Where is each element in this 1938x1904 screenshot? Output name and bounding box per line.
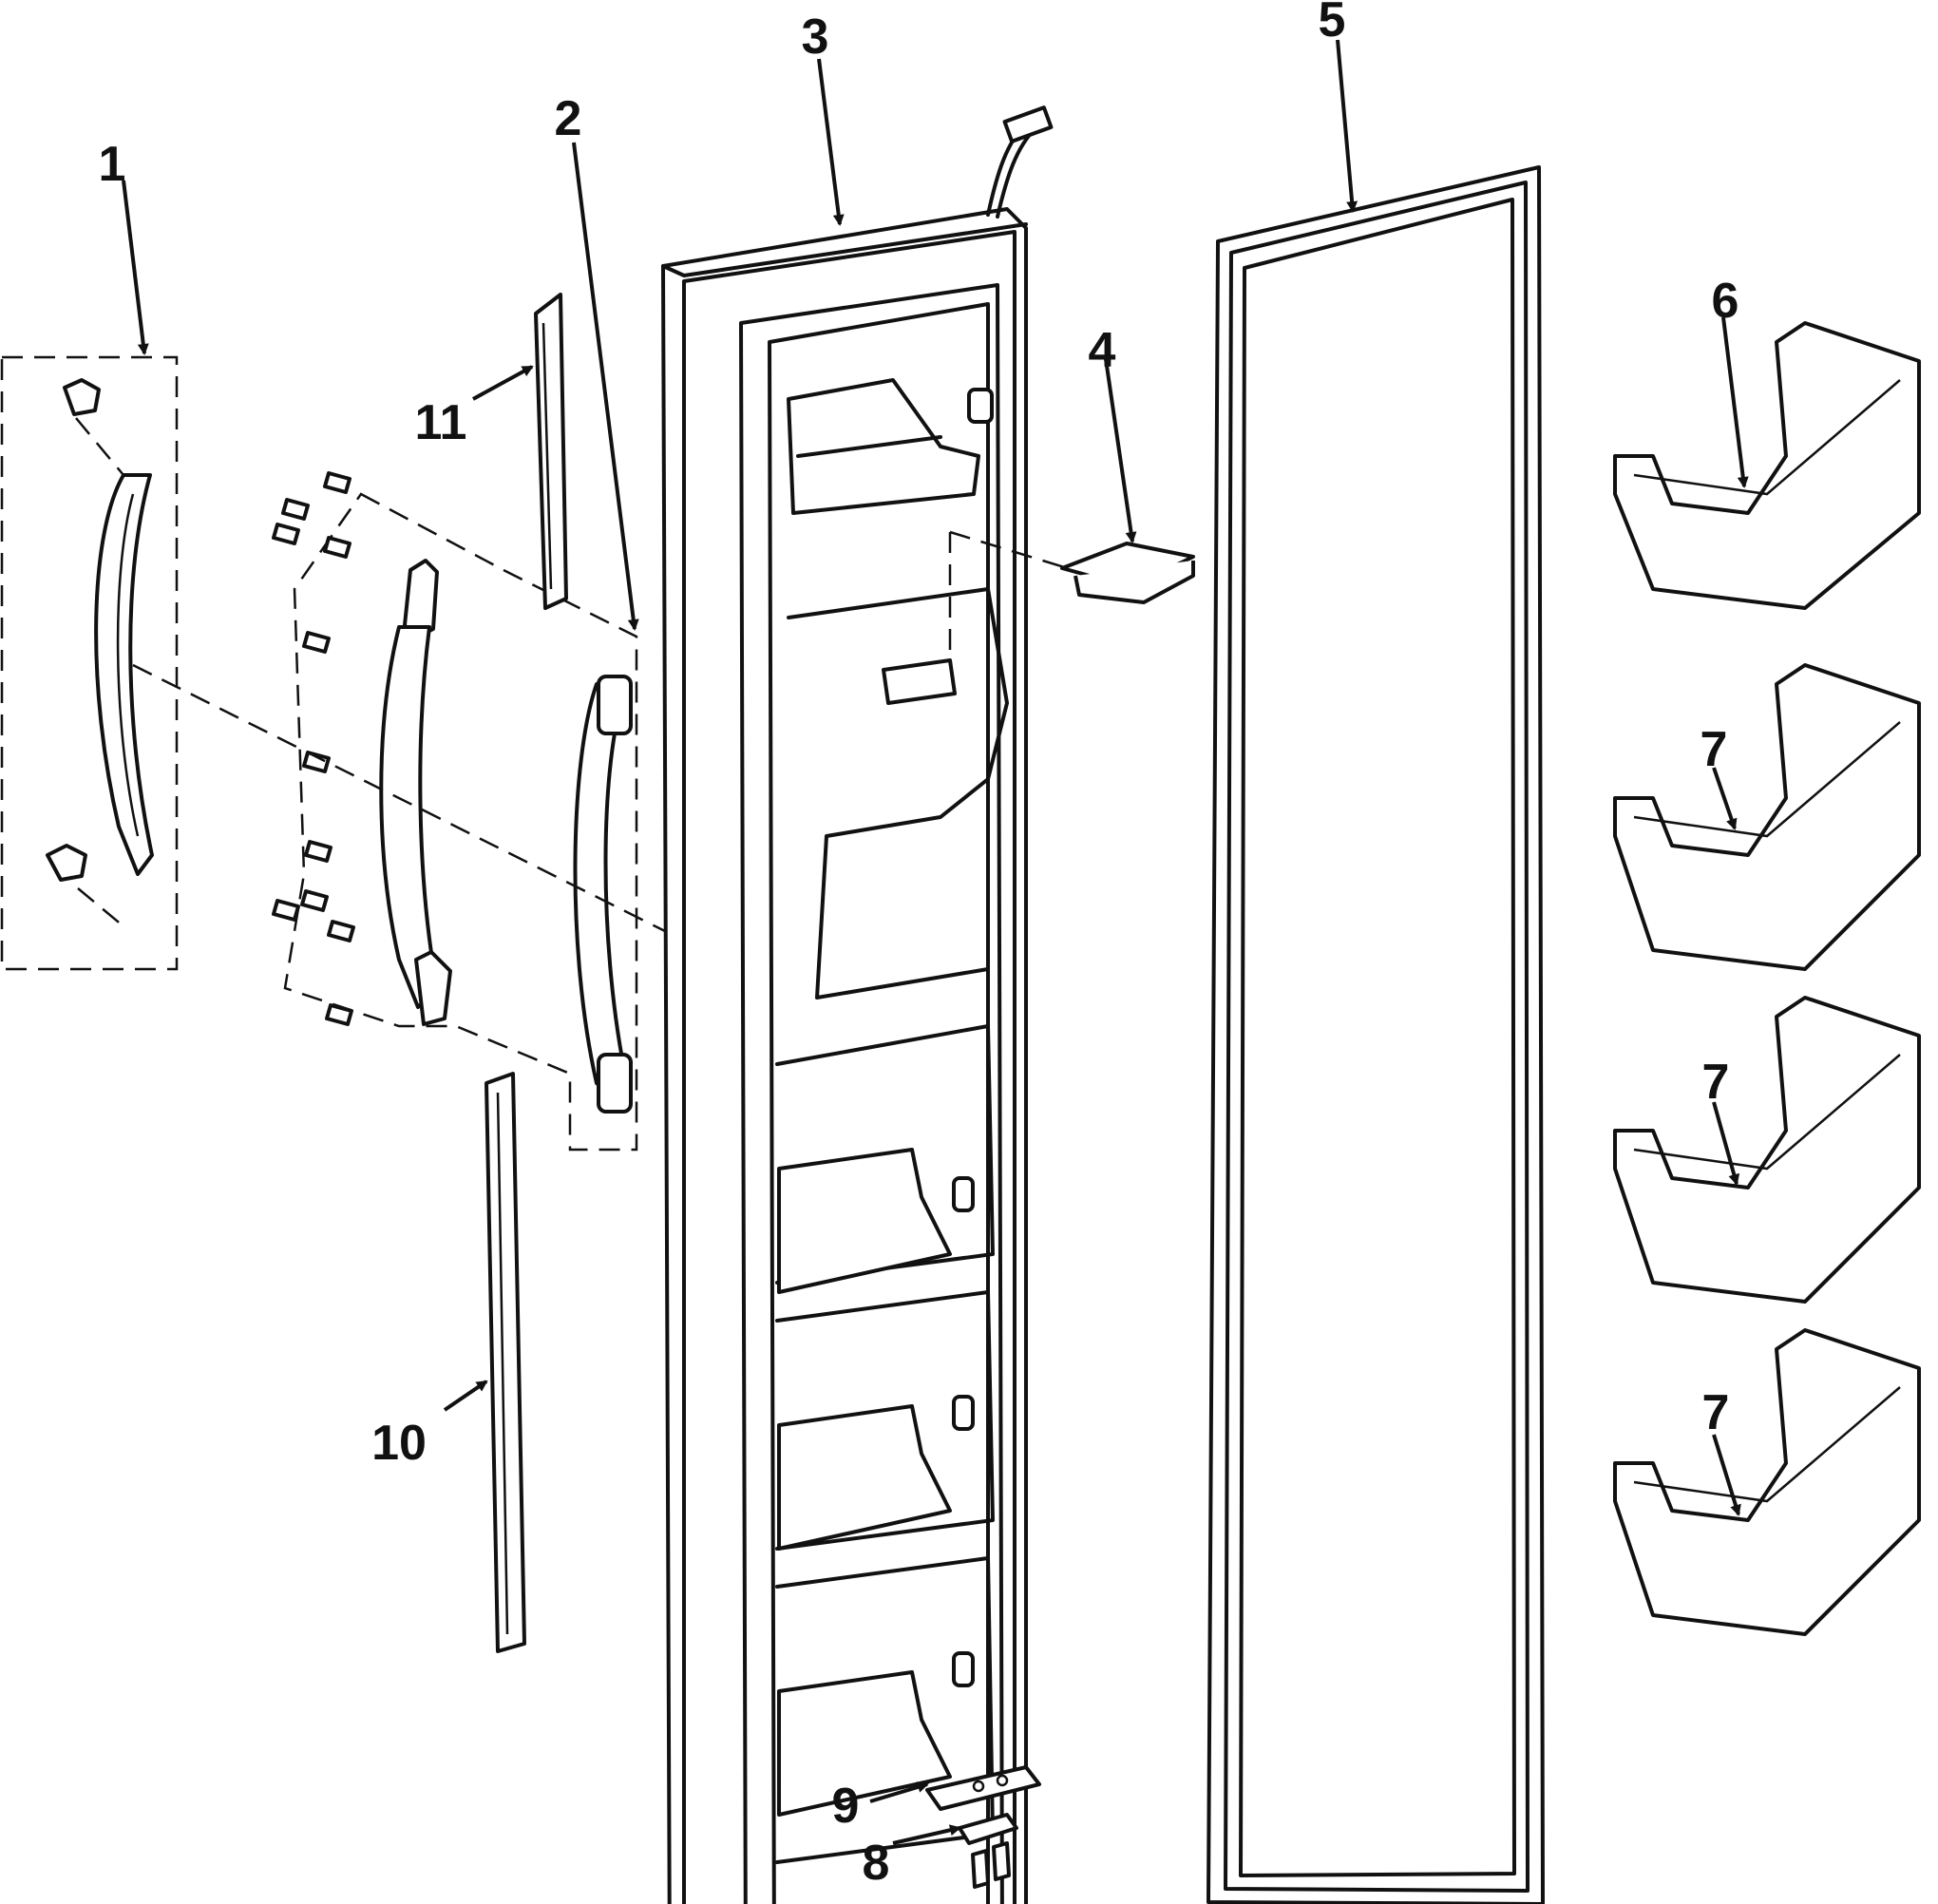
callout-7b: 7 (1702, 1055, 1730, 1110)
part-8-hinge-bracket (958, 1813, 1018, 1889)
callout-11: 11 (415, 395, 467, 450)
callout-2: 2 (555, 91, 582, 146)
part-7-bin-a (1613, 663, 1921, 971)
callout-arrows (122, 39, 1749, 1845)
callout-labels: 1 2 3 4 5 6 7 7 7 8 9 10 11 (99, 0, 1739, 1891)
part-7-bin-c (1613, 1328, 1921, 1636)
callout-7c: 7 (1702, 1385, 1730, 1440)
callout-8: 8 (863, 1836, 890, 1891)
part-2-handle-assembly (132, 471, 666, 1152)
part-1-handle-assembly (0, 355, 179, 971)
part-6-bin (1613, 321, 1921, 610)
callout-7a: 7 (1700, 722, 1728, 777)
part-11-trim-upper (534, 293, 568, 610)
callout-3: 3 (802, 10, 829, 65)
part-3-door (661, 105, 1074, 1904)
part-4-tray (1060, 542, 1195, 604)
callout-5: 5 (1319, 0, 1346, 48)
callout-9: 9 (832, 1779, 860, 1834)
part-5-gasket (1206, 165, 1545, 1904)
callout-6: 6 (1712, 274, 1739, 329)
callout-4: 4 (1089, 323, 1116, 378)
part-10-trim-lower (484, 1072, 526, 1653)
screws (272, 471, 355, 1026)
part-9-hinge-plate (925, 1765, 1041, 1811)
callout-1: 1 (99, 137, 126, 192)
part-7-bin-b (1613, 996, 1921, 1304)
callout-10: 10 (371, 1416, 427, 1471)
